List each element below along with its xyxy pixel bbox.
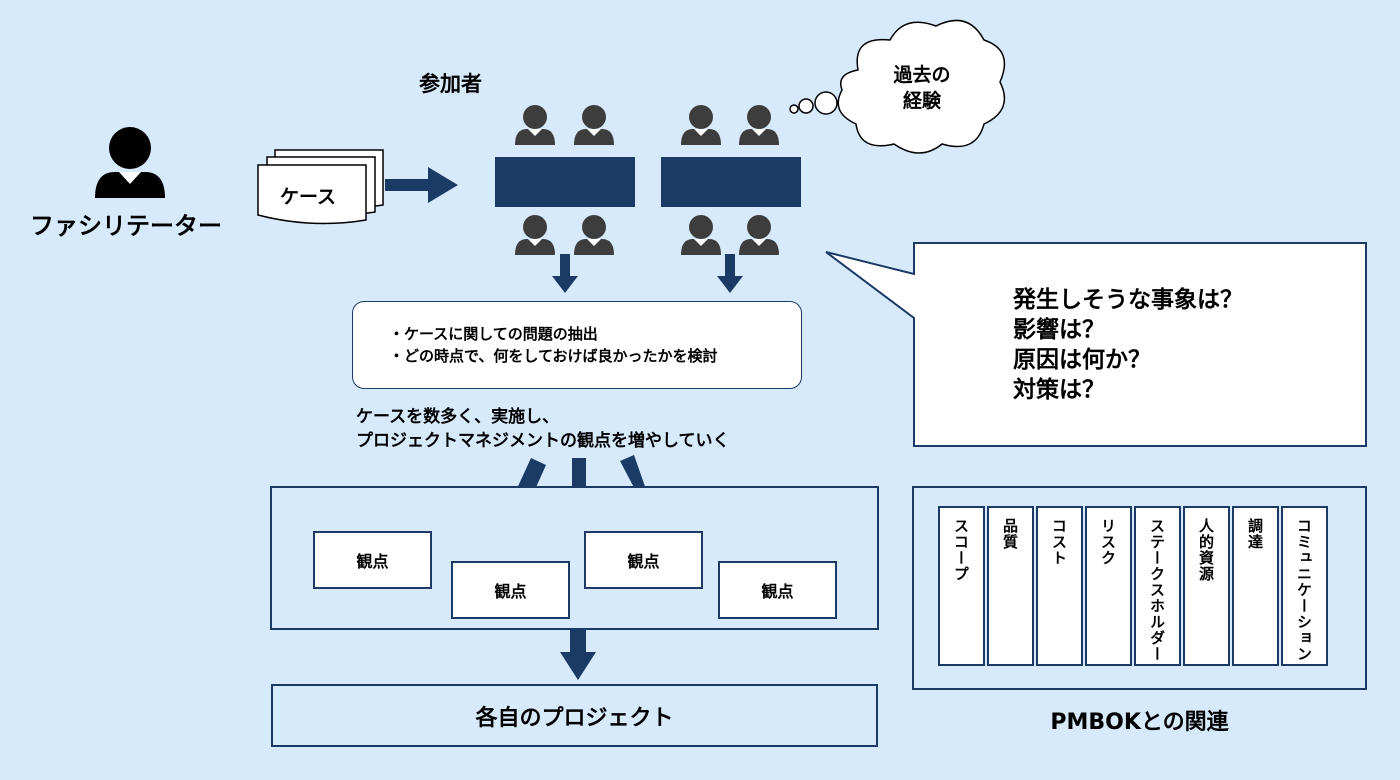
viewpoint-box: 観点: [313, 531, 432, 589]
discussion-item-extract: ・ケースに関しての問題の抽出: [389, 325, 598, 343]
past-experience-line1: 過去の: [893, 64, 951, 86]
discussion-item-review: ・どの時点で、何をしておけば良かったかを検討: [389, 347, 718, 365]
past-experience-line2: 経験: [902, 90, 941, 112]
case-label: ケース: [280, 186, 337, 208]
pmbok-area-quality: 品質: [987, 506, 1034, 666]
question-item: 原因は何か？: [1013, 347, 1151, 373]
viewpoint-box: 観点: [451, 561, 570, 619]
discussion-box: ・ケースに関しての問題の抽出 ・どの時点で、何をしておけば良かったかを検討: [352, 301, 802, 389]
pmbok-relation-label: PMBOKとの関連: [1050, 710, 1229, 735]
viewpoint-box: 観点: [584, 531, 703, 589]
questions-list: 発生しそうな事象は？ 影響は？ 原因は何か？ 対策は？: [1013, 285, 1243, 405]
thought-cloud: [789, 19, 1006, 154]
arrow-down-right: [717, 254, 743, 293]
facilitator-label: ファシリテーター: [30, 212, 222, 240]
pmbok-area-stakeholder: ステークスホルダー: [1134, 506, 1181, 666]
repeat-line2: プロジェクトマネジメントの観点を増やしていく: [356, 431, 730, 451]
past-experience-text: 過去の 経験: [880, 62, 964, 114]
arrow-down-left: [552, 254, 578, 293]
pmbok-area-cost: コスト: [1036, 506, 1083, 666]
pmbok-area-scope: スコープ: [938, 506, 985, 666]
pmbok-area-risk: リスク: [1085, 506, 1132, 666]
pmbok-area-procurement: 調達: [1232, 506, 1279, 666]
participants-label: 参加者: [419, 72, 482, 96]
own-project-box: 各自のプロジェクト: [271, 684, 878, 747]
speech-bubble: [825, 242, 1367, 447]
repeat-line1: ケースを数多く、実施し、: [356, 407, 560, 427]
case-documents-icon: [257, 149, 384, 225]
pmbok-area-communication: コミュニケーション: [1281, 506, 1328, 666]
repeat-cases-text: ケースを数多く、実施し、 プロジェクトマネジメントの観点を増やしていく: [356, 405, 730, 453]
pmbok-area-human-resources: 人的資源: [1183, 506, 1230, 666]
question-item: 影響は？: [1013, 317, 1105, 343]
arrow-to-own-project: [560, 630, 596, 680]
arrow-case-to-tables: [385, 167, 458, 203]
viewpoint-box: 観点: [718, 561, 837, 619]
facilitator-icon: [95, 127, 165, 198]
table-left: [495, 157, 635, 207]
table-right: [661, 157, 801, 207]
question-item: 対策は？: [1013, 377, 1105, 403]
question-item: 発生しそうな事象は？: [1013, 287, 1243, 313]
